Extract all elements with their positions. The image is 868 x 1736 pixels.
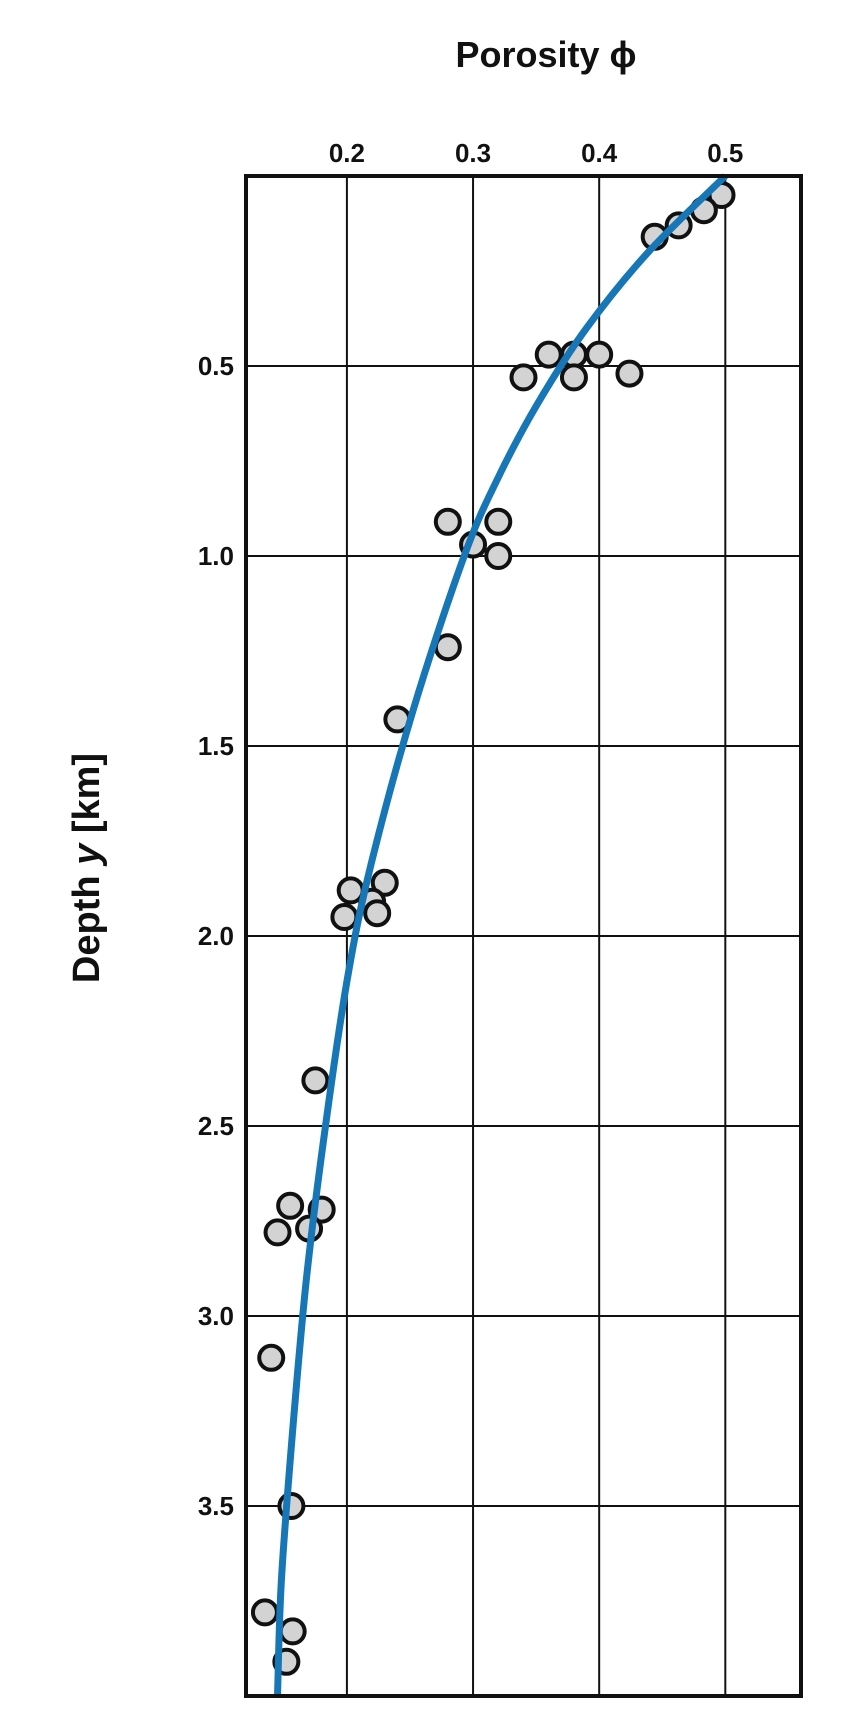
data-point [278,1617,307,1646]
grid-lines [246,176,801,1696]
data-point [370,868,399,897]
data-point [276,1191,305,1220]
x-tick-label: 0.3 [455,138,491,168]
x-tick-labels: 0.2 0.3 0.4 0.5 [329,138,744,168]
y-tick-label: 2.5 [198,1111,234,1141]
y-tick-label: 1.5 [198,731,234,761]
data-point [330,903,359,931]
y-tick-label: 2.0 [198,921,234,951]
data-point [257,1343,286,1372]
fit-curve [274,173,728,1697]
y-axis-label: Depth y [km] [66,753,108,983]
data-point [433,633,462,662]
y-tick-labels: 0.5 1.0 1.5 2.0 2.5 3.0 3.5 [198,351,234,1521]
data-point [263,1218,292,1247]
data-point [301,1066,330,1095]
plot-frame [244,174,803,1698]
data-point [250,1598,279,1627]
data-point [509,363,538,392]
data-point [363,899,392,928]
x-tick-label: 0.2 [329,138,365,168]
x-tick-label: 0.4 [581,138,618,168]
y-tick-label: 3.0 [198,1301,234,1331]
data-point [484,507,513,536]
y-tick-label: 3.5 [198,1491,234,1521]
data-point [615,359,644,388]
plot-area [250,173,736,1697]
chart-title: Porosity ϕ [455,34,636,75]
y-tick-label: 1.0 [198,541,234,571]
data-point [433,507,462,536]
y-tick-label: 0.5 [198,351,234,381]
data-point [559,363,588,392]
data-point [585,340,614,369]
data-point [484,542,513,570]
x-tick-label: 0.5 [707,138,743,168]
data-point [534,340,563,369]
